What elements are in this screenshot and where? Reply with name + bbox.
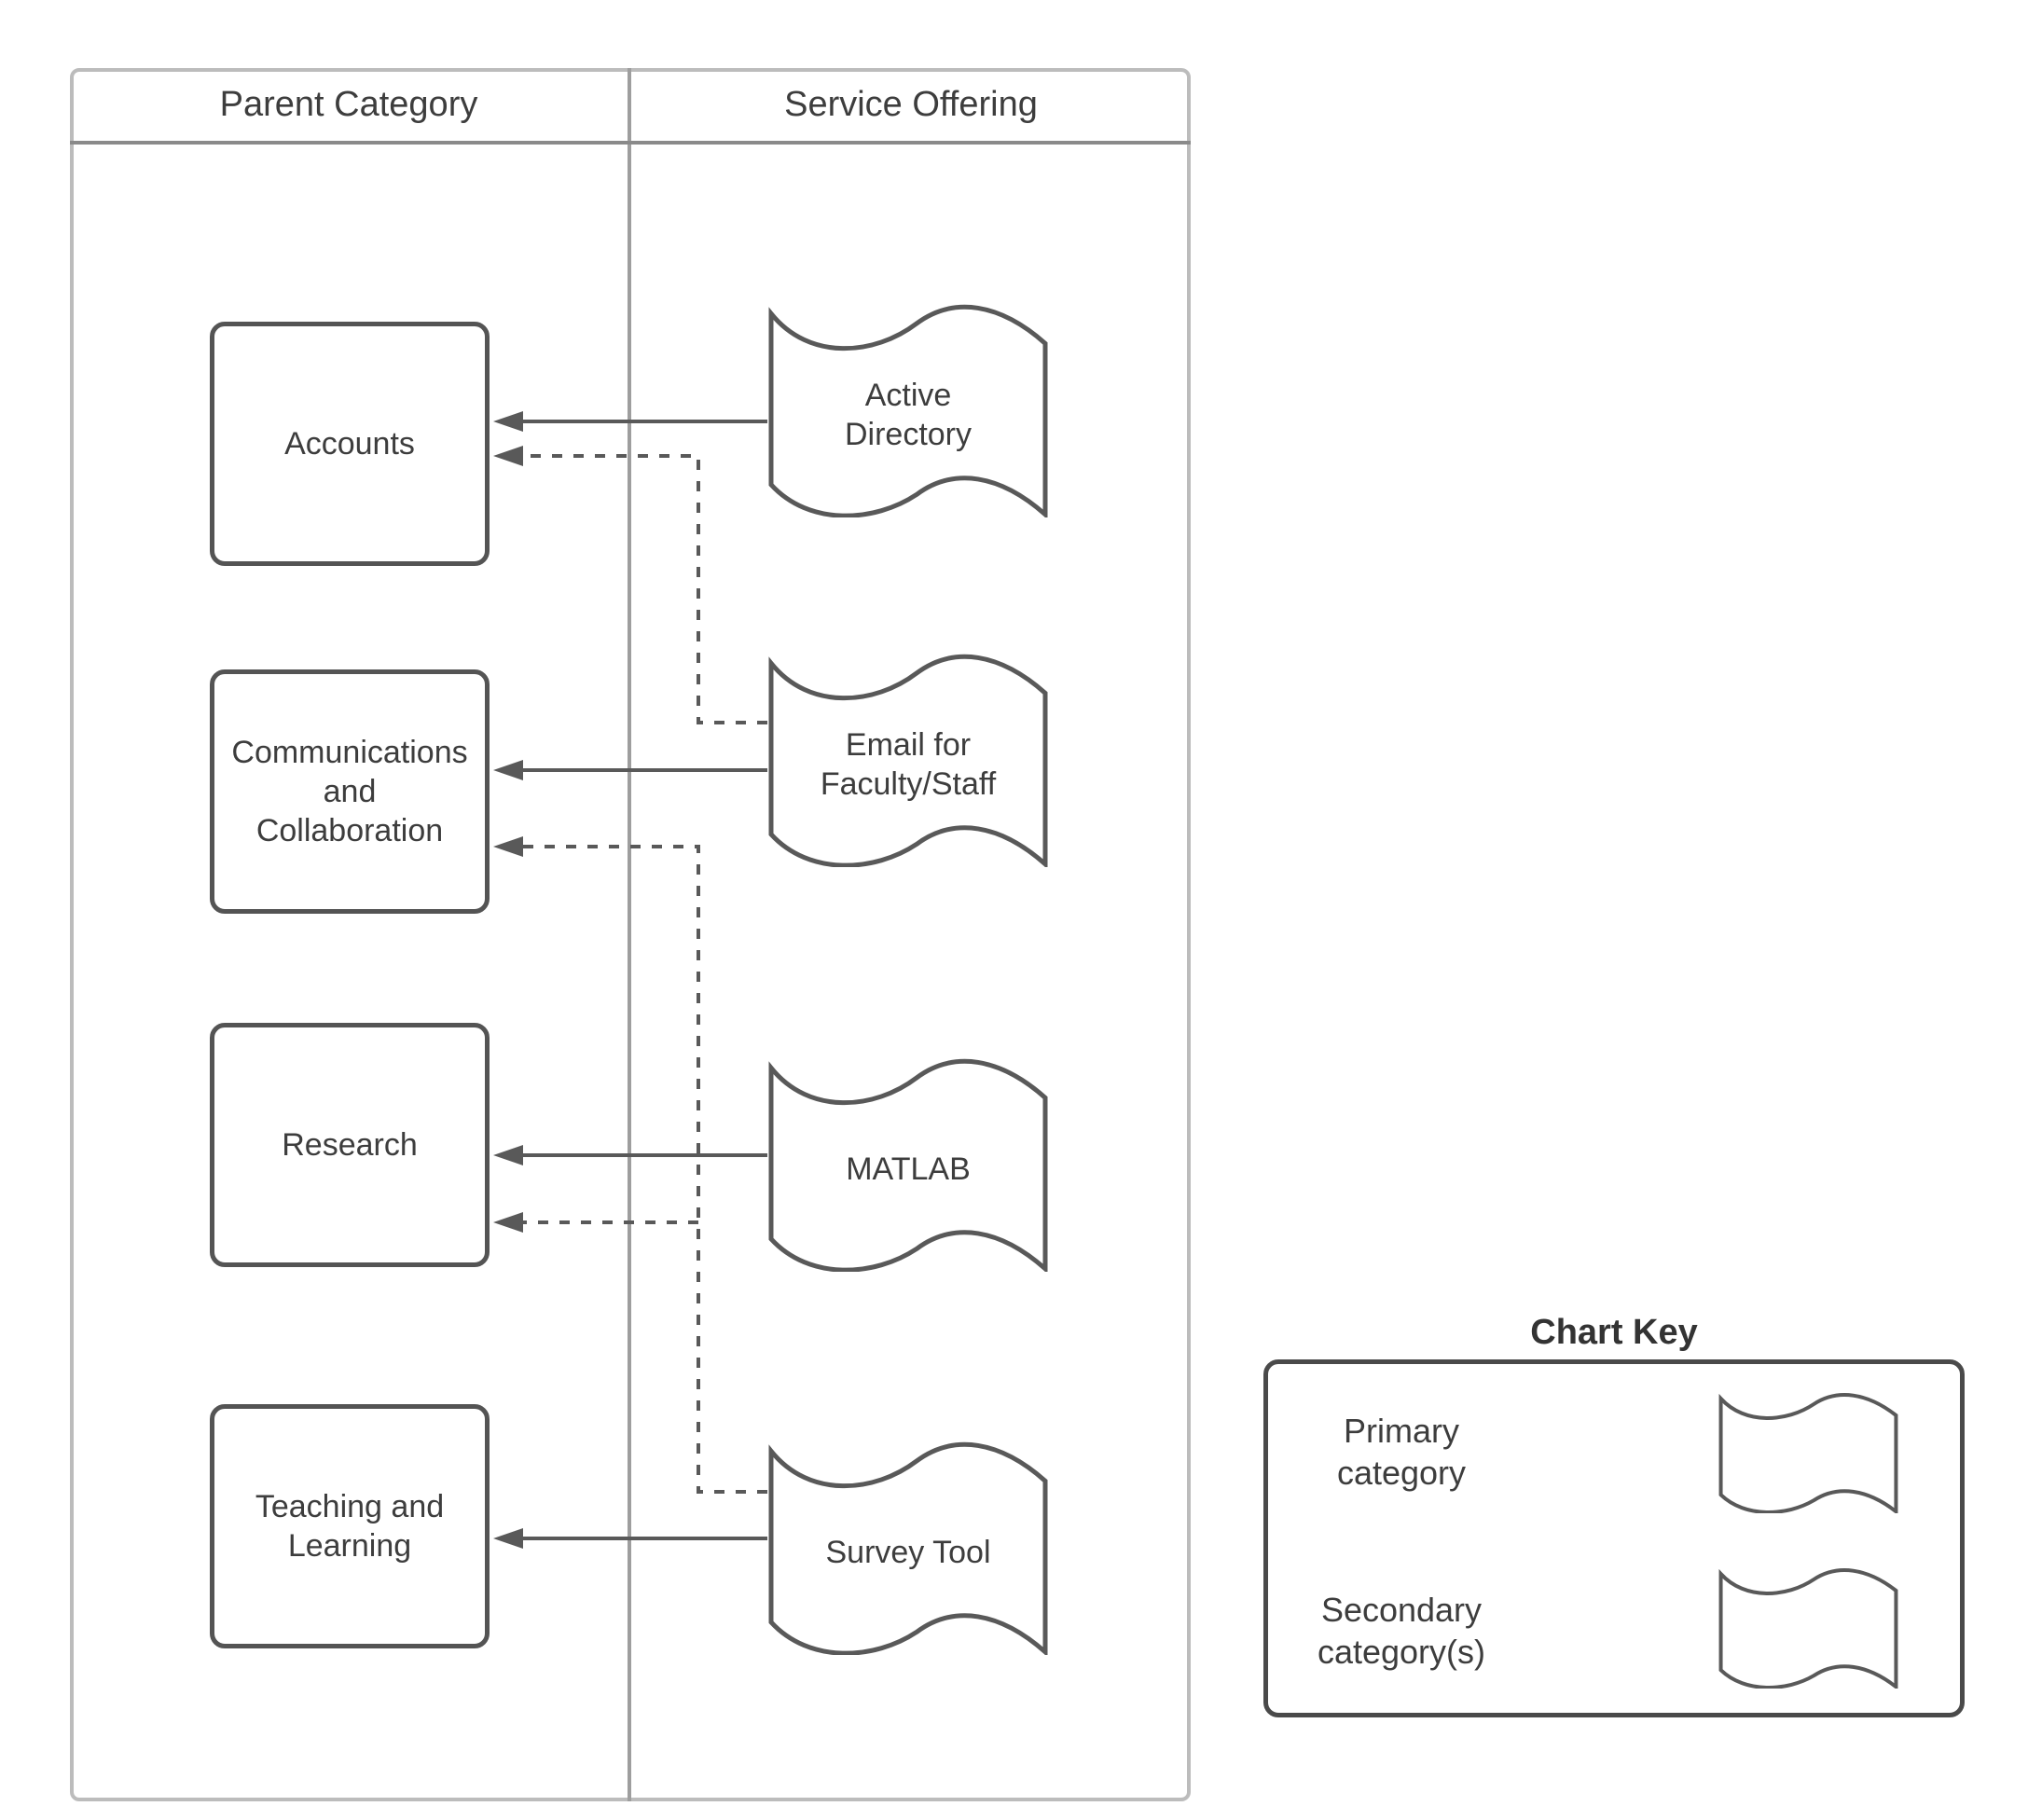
header-separator — [70, 141, 1191, 145]
chart-key-title: Chart Key — [1530, 1313, 1698, 1352]
service-flag-label: Active Directory — [844, 378, 973, 452]
service-flag-active-directory: Active Directory — [767, 294, 1049, 517]
column-header-parent-category: Parent Category — [219, 84, 478, 124]
service-flag-email-for-faculty-staff: Email for Faculty/Staff — [767, 643, 1049, 867]
column-header-service-offering: Service Offering — [784, 84, 1038, 124]
category-node-research: Research — [210, 1023, 490, 1267]
service-flag-matlab: MATLAB — [767, 1048, 1049, 1272]
key-flag-icon-secondary — [1718, 1563, 1898, 1689]
service-flag-label: MATLAB — [846, 1151, 971, 1187]
service-flag-label: Survey Tool — [825, 1535, 991, 1570]
key-primary-category-label: Primary category — [1336, 1412, 1467, 1492]
category-node-teaching-and-learning: Teaching and Learning — [210, 1404, 490, 1648]
column-divider — [628, 68, 631, 1801]
flag-shape-icon — [767, 1048, 1049, 1272]
key-flag-icon-primary — [1718, 1387, 1898, 1513]
key-secondary-category-label: Secondary category(s) — [1317, 1591, 1486, 1671]
flag-shape-icon — [767, 294, 1049, 517]
flag-shape-icon — [767, 1431, 1049, 1655]
service-flag-survey-tool: Survey Tool — [767, 1431, 1049, 1655]
category-node-communications-and-collaboration: Communications and Collaboration — [210, 669, 490, 914]
flag-shape-icon — [767, 643, 1049, 867]
category-node-accounts: Accounts — [210, 322, 490, 566]
service-flag-label: Email for Faculty/Staff — [820, 727, 997, 802]
